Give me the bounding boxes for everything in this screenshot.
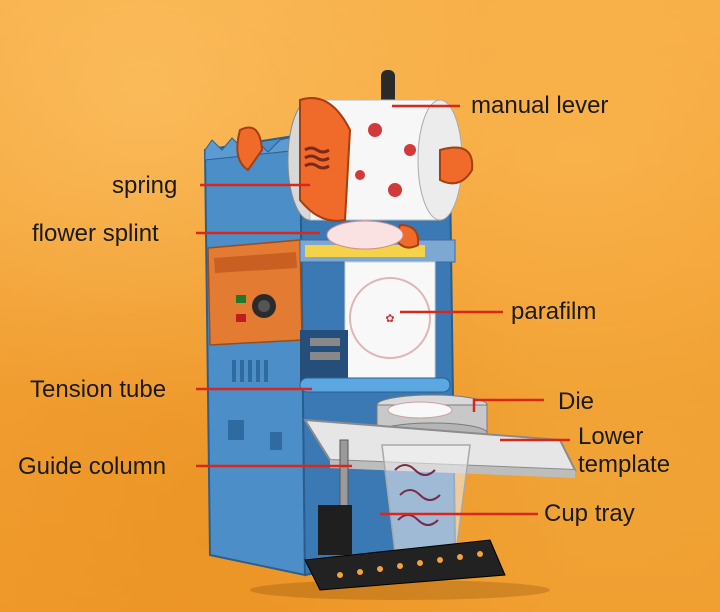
- label-guide-column: Guide column: [18, 453, 167, 480]
- leader-die: [472, 398, 544, 412]
- label-manual-lever: manual lever: [471, 92, 609, 119]
- power-switch: [236, 295, 246, 303]
- label-cup-tray: Cup tray: [544, 500, 635, 527]
- svg-text:✿: ✿: [385, 312, 394, 325]
- label-tension-tube: Tension tube: [30, 376, 167, 403]
- spring-coil: [304, 146, 330, 170]
- label-spring: spring: [112, 172, 178, 199]
- flower-splint: [326, 220, 404, 250]
- label-parafilm: parafilm: [511, 298, 597, 325]
- cup-tray: [304, 539, 506, 591]
- parafilm-sheet: [344, 261, 436, 383]
- indicator-light: [236, 314, 246, 322]
- tension-tube: [299, 377, 451, 393]
- label-die: Die: [558, 388, 595, 415]
- label-lower-template-line2: template: [578, 451, 671, 478]
- label-lower-template-line1: Lower: [578, 423, 644, 450]
- label-flower-splint: flower splint: [32, 220, 159, 247]
